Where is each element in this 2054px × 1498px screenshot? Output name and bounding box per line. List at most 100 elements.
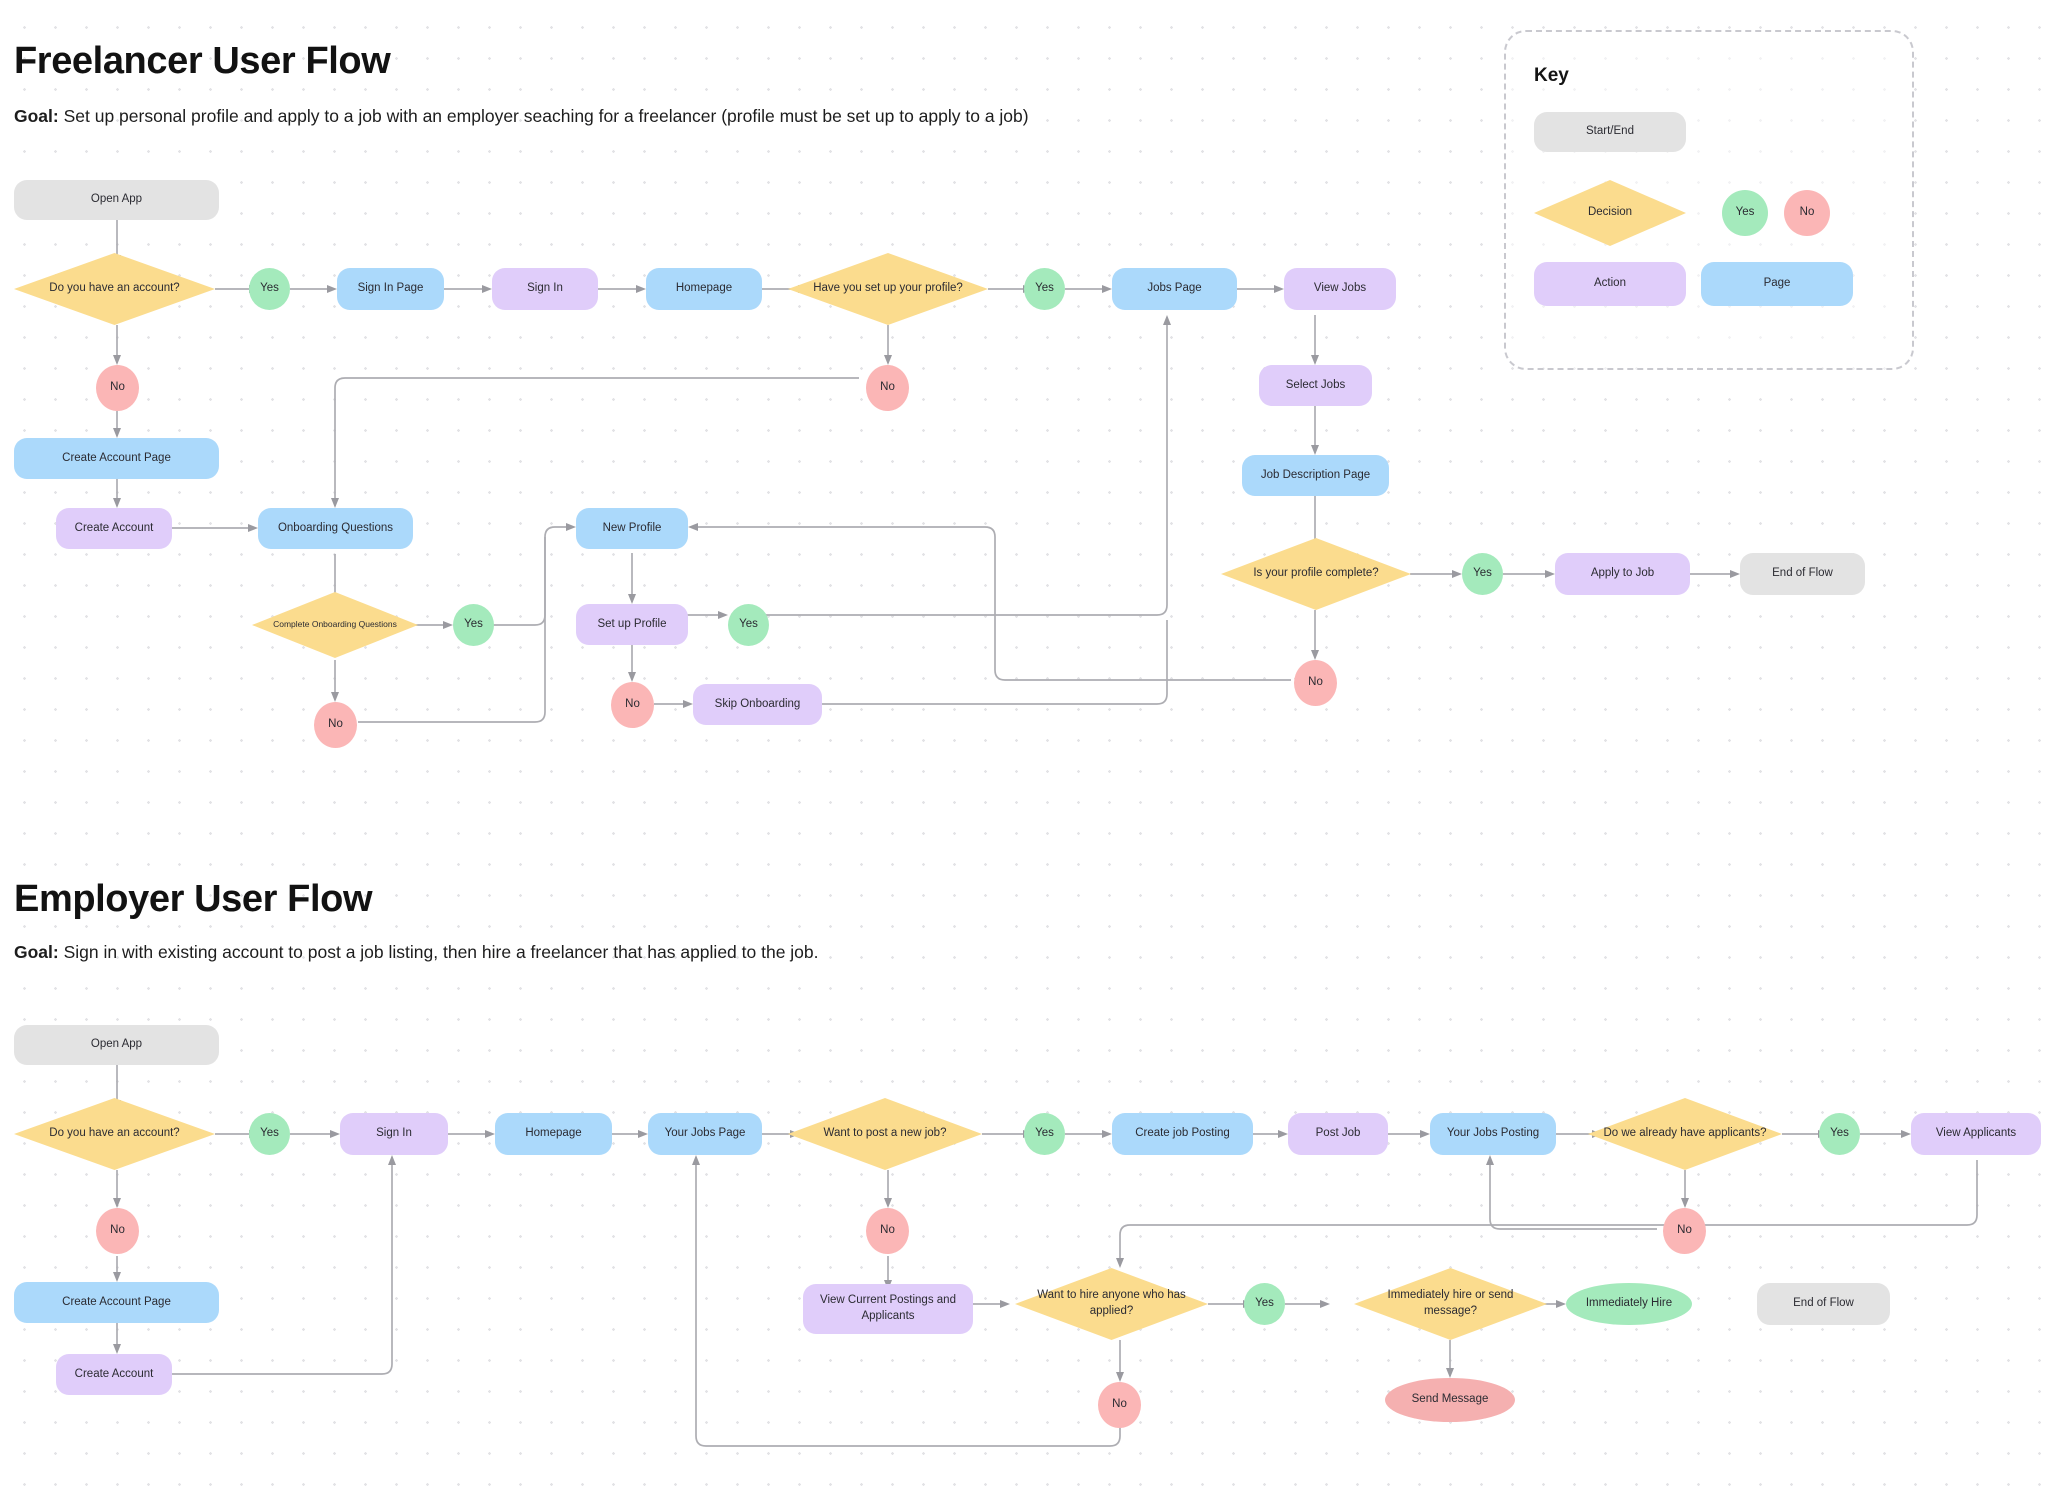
node-label: No [880, 1224, 895, 1237]
key-label-decision: Decision [1587, 206, 1633, 219]
node-yes-profile-complete[interactable]: Yes [1462, 553, 1503, 595]
node-open-app[interactable]: Open App [14, 180, 219, 220]
node-do-you-have-an-account-employer[interactable]: Do you have an account? [14, 1098, 215, 1170]
node-apply-to-job[interactable]: Apply to Job [1555, 553, 1690, 595]
employer-goal-label: Goal: [14, 942, 59, 962]
freelancer-flow-title: Freelancer User Flow [14, 40, 391, 82]
node-open-app-employer[interactable]: Open App [14, 1025, 219, 1065]
node-immediately-hire[interactable]: Immediately Hire [1566, 1283, 1692, 1325]
key-label-action: Action [1594, 277, 1626, 290]
key-label-no: No [1799, 206, 1815, 219]
key-label-yes: Yes [1735, 206, 1755, 219]
node-select-jobs[interactable]: Select Jobs [1259, 365, 1372, 406]
node-yes-completed-onboarding[interactable]: Yes [453, 604, 494, 646]
node-end-of-flow-freelancer[interactable]: End of Flow [1740, 553, 1865, 595]
employer-goal-text: Sign in with existing account to post a … [58, 942, 819, 962]
node-yes-have-applicants[interactable]: Yes [1819, 1113, 1860, 1155]
node-sign-in[interactable]: Sign In [492, 268, 598, 310]
node-view-jobs[interactable]: View Jobs [1284, 268, 1396, 310]
node-no-profile-not-set-up[interactable]: No [866, 365, 909, 411]
node-label: Create Account [74, 521, 154, 534]
node-do-we-already-have-applicants[interactable]: Do we already have applicants? [1588, 1098, 1782, 1170]
node-label: Skip Onboarding [714, 697, 801, 710]
key-title: Key [1534, 65, 1569, 86]
node-label: No [1112, 1398, 1127, 1411]
node-want-to-post-a-new-job[interactable]: Want to post a new job? [788, 1098, 982, 1170]
node-skip-onboarding[interactable]: Skip Onboarding [693, 684, 822, 725]
node-yes-profile-set-up[interactable]: Yes [1024, 268, 1065, 310]
node-label: Immediately hire or send message? [1387, 1289, 1514, 1317]
node-no-no-account[interactable]: No [96, 365, 139, 411]
node-no-profile-incomplete[interactable]: No [1294, 660, 1337, 706]
node-complete-onboarding-questions[interactable]: Complete Onboarding Questions [252, 592, 418, 658]
node-view-current-postings-and-applicants[interactable]: View Current Postings and Applicants [803, 1284, 973, 1334]
node-yes-has-account[interactable]: Yes [249, 268, 290, 310]
node-label: Yes [1035, 282, 1054, 295]
node-immediately-hire-or-send-message[interactable]: Immediately hire or send message? [1354, 1268, 1547, 1340]
node-no-not-completed-onboarding[interactable]: No [314, 702, 357, 748]
node-no-skip-profile[interactable]: No [611, 682, 654, 728]
node-create-account-page[interactable]: Create Account Page [14, 438, 219, 479]
node-job-description-page[interactable]: Job Description Page [1242, 455, 1389, 496]
node-sign-in-employer[interactable]: Sign In [340, 1113, 448, 1155]
node-label: Complete Onboarding Questions [273, 619, 397, 630]
key-swatch-start-end: Start/End [1534, 112, 1686, 152]
employer-flow-title: Employer User Flow [14, 878, 373, 920]
node-post-job[interactable]: Post Job [1288, 1113, 1388, 1155]
node-yes-post-new-job[interactable]: Yes [1024, 1113, 1065, 1155]
node-have-you-set-up-your-profile[interactable]: Have you set up your profile? [788, 253, 988, 325]
node-label: Sign In [527, 282, 563, 295]
node-jobs-page[interactable]: Jobs Page [1112, 268, 1237, 310]
key-swatch-page: Page [1701, 262, 1853, 306]
node-end-of-flow-employer[interactable]: End of Flow [1757, 1283, 1890, 1325]
node-want-to-hire-anyone-who-has-applied[interactable]: Want to hire anyone who has applied? [1015, 1268, 1208, 1340]
node-onboarding-questions[interactable]: Onboarding Questions [258, 508, 413, 549]
node-label: Create job Posting [1135, 1127, 1230, 1140]
node-label: Yes [260, 1127, 279, 1140]
node-label: Sign In Page [357, 282, 424, 295]
node-label: Yes [1035, 1127, 1054, 1140]
node-yes-profile-set[interactable]: Yes [728, 604, 769, 646]
node-new-profile[interactable]: New Profile [576, 508, 688, 549]
node-label: End of Flow [1793, 1297, 1854, 1310]
node-homepage-employer[interactable]: Homepage [495, 1113, 612, 1155]
key-label-page: Page [1763, 277, 1791, 290]
node-label: No [880, 381, 895, 394]
key-swatch-action: Action [1534, 262, 1686, 306]
node-label: Set up Profile [597, 617, 667, 630]
node-create-job-posting[interactable]: Create job Posting [1112, 1113, 1253, 1155]
node-label: Open App [90, 1038, 143, 1051]
key-swatch-yes: Yes [1722, 190, 1768, 236]
node-send-message[interactable]: Send Message [1385, 1378, 1515, 1422]
node-no-want-to-hire[interactable]: No [1098, 1382, 1141, 1428]
node-no-have-applicants[interactable]: No [1663, 1208, 1706, 1254]
node-no-post-new-job[interactable]: No [866, 1208, 909, 1254]
node-label: View Current Postings and Applicants [820, 1294, 956, 1322]
node-label: New Profile [602, 521, 662, 534]
node-sign-in-page[interactable]: Sign In Page [337, 268, 444, 310]
node-create-account[interactable]: Create Account [56, 508, 172, 549]
node-label: No [110, 1224, 125, 1237]
node-no-no-account-employer[interactable]: No [96, 1208, 139, 1254]
employer-flow-goal: Goal: Sign in with existing account to p… [14, 942, 819, 963]
node-view-applicants[interactable]: View Applicants [1911, 1113, 2041, 1155]
node-yes-has-account-employer[interactable]: Yes [249, 1113, 290, 1155]
node-label: Post Job [1315, 1127, 1361, 1140]
node-do-you-have-an-account[interactable]: Do you have an account? [14, 253, 215, 325]
node-your-jobs-posting[interactable]: Your Jobs Posting [1430, 1113, 1556, 1155]
node-is-your-profile-complete[interactable]: Is your profile complete? [1221, 538, 1411, 610]
node-label: No [1308, 676, 1323, 689]
node-label: No [1677, 1224, 1692, 1237]
node-label: No [625, 698, 640, 711]
node-yes-want-to-hire[interactable]: Yes [1244, 1283, 1285, 1325]
node-label: Send Message [1411, 1393, 1489, 1406]
node-create-account-employer[interactable]: Create Account [56, 1354, 172, 1395]
node-create-account-page-employer[interactable]: Create Account Page [14, 1282, 219, 1323]
node-label: Immediately Hire [1585, 1297, 1673, 1310]
node-set-up-profile[interactable]: Set up Profile [576, 604, 688, 645]
node-homepage[interactable]: Homepage [646, 268, 762, 310]
node-label: Yes [1255, 1297, 1274, 1310]
node-label: Homepage [675, 282, 733, 295]
node-your-jobs-page[interactable]: Your Jobs Page [648, 1113, 762, 1155]
